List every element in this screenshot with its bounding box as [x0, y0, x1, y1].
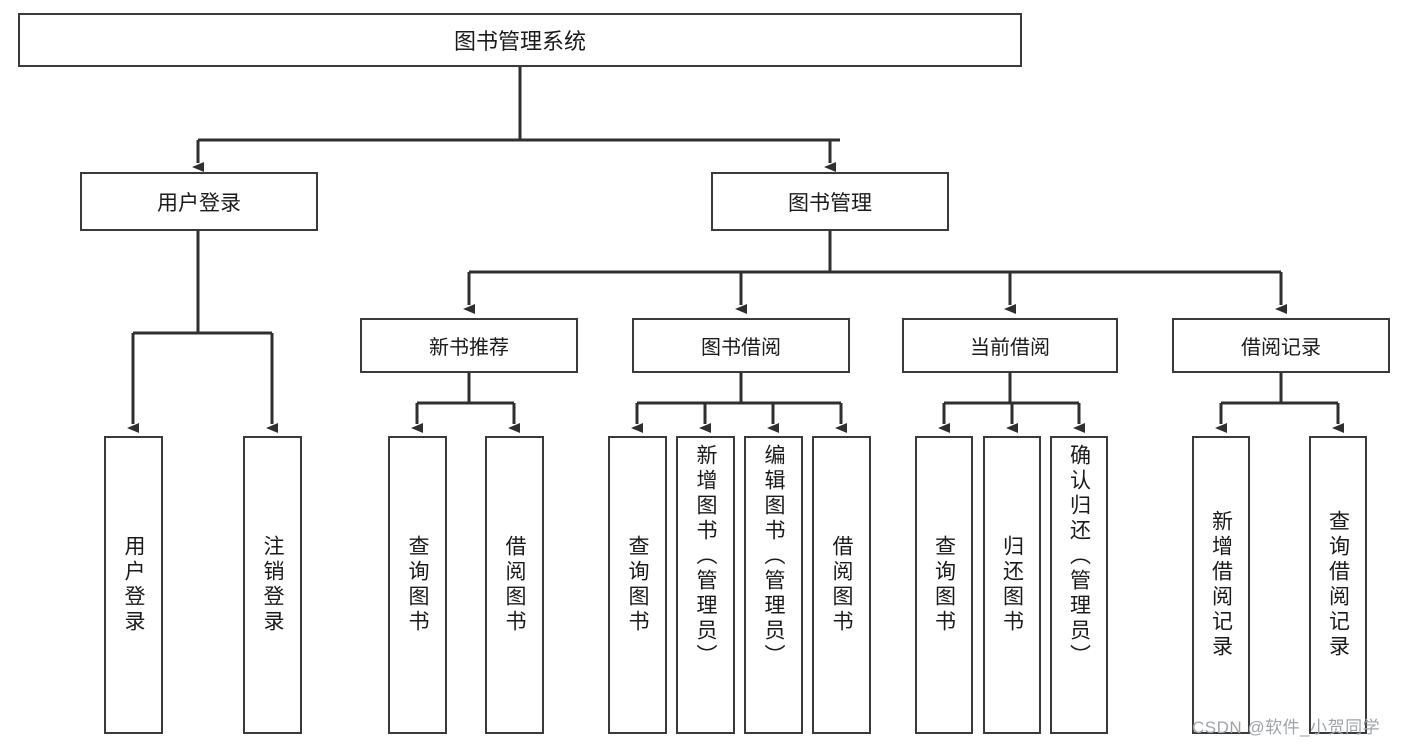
leaf-book-borrow-query[interactable]: 查询图书 — [608, 436, 667, 734]
leaf-current-borrow-query[interactable]: 查询图书 — [915, 436, 973, 734]
node-label: 编辑图书（管理员） — [762, 444, 785, 669]
leaf-current-borrow-confirm-return[interactable]: 确认归还（管理员） — [1050, 436, 1108, 734]
node-label: 图书借阅 — [701, 337, 781, 359]
node-label: 新增图书（管理员） — [694, 444, 717, 669]
node-label: 归还图书 — [1000, 535, 1024, 635]
node-label: 注销登录 — [261, 535, 284, 635]
leaf-book-borrow-add[interactable]: 新增图书（管理员） — [676, 436, 735, 734]
node-label: 确认归还（管理员） — [1067, 444, 1091, 669]
node-label: 查询图书 — [932, 535, 956, 635]
leaf-borrow-record-add[interactable]: 新增借阅记录 — [1192, 436, 1250, 734]
node-label: 查询图书 — [626, 535, 649, 635]
node-label: 借阅图书 — [503, 535, 526, 635]
leaf-book-borrow-edit[interactable]: 编辑图书（管理员） — [744, 436, 803, 734]
node-user-login[interactable]: 用户登录 — [80, 172, 318, 231]
node-book-borrow[interactable]: 图书借阅 — [632, 318, 850, 373]
node-label: 借阅图书 — [830, 535, 853, 635]
leaf-user-login-signout[interactable]: 注销登录 — [243, 436, 302, 734]
node-label: 查询图书 — [406, 535, 429, 635]
node-label: 图书管理系统 — [453, 29, 586, 54]
node-current-borrow[interactable]: 当前借阅 — [902, 318, 1118, 373]
leaf-current-borrow-return[interactable]: 归还图书 — [983, 436, 1041, 734]
node-label: 查询借阅记录 — [1326, 510, 1350, 660]
csdn-watermark: CSDN @软件_小贺同学 — [1192, 718, 1381, 737]
node-borrow-record[interactable]: 借阅记录 — [1172, 318, 1390, 373]
leaf-new-book-borrow[interactable]: 借阅图书 — [485, 436, 544, 734]
node-label: 新增借阅记录 — [1209, 510, 1233, 660]
node-label: 用户登录 — [122, 535, 145, 635]
leaf-new-book-query[interactable]: 查询图书 — [388, 436, 447, 734]
node-label: 用户登录 — [157, 191, 241, 215]
node-label: 借阅记录 — [1241, 337, 1321, 359]
leaf-book-borrow-borrow[interactable]: 借阅图书 — [812, 436, 871, 734]
node-book-management[interactable]: 图书管理 — [711, 172, 949, 231]
node-label: 图书管理 — [788, 191, 872, 215]
node-root-system[interactable]: 图书管理系统 — [18, 13, 1022, 67]
node-new-book-recommend[interactable]: 新书推荐 — [360, 318, 578, 373]
node-label: 当前借阅 — [970, 337, 1050, 359]
node-label: 新书推荐 — [429, 337, 509, 359]
leaf-user-login-signin[interactable]: 用户登录 — [104, 436, 163, 734]
leaf-borrow-record-query[interactable]: 查询借阅记录 — [1309, 436, 1367, 734]
